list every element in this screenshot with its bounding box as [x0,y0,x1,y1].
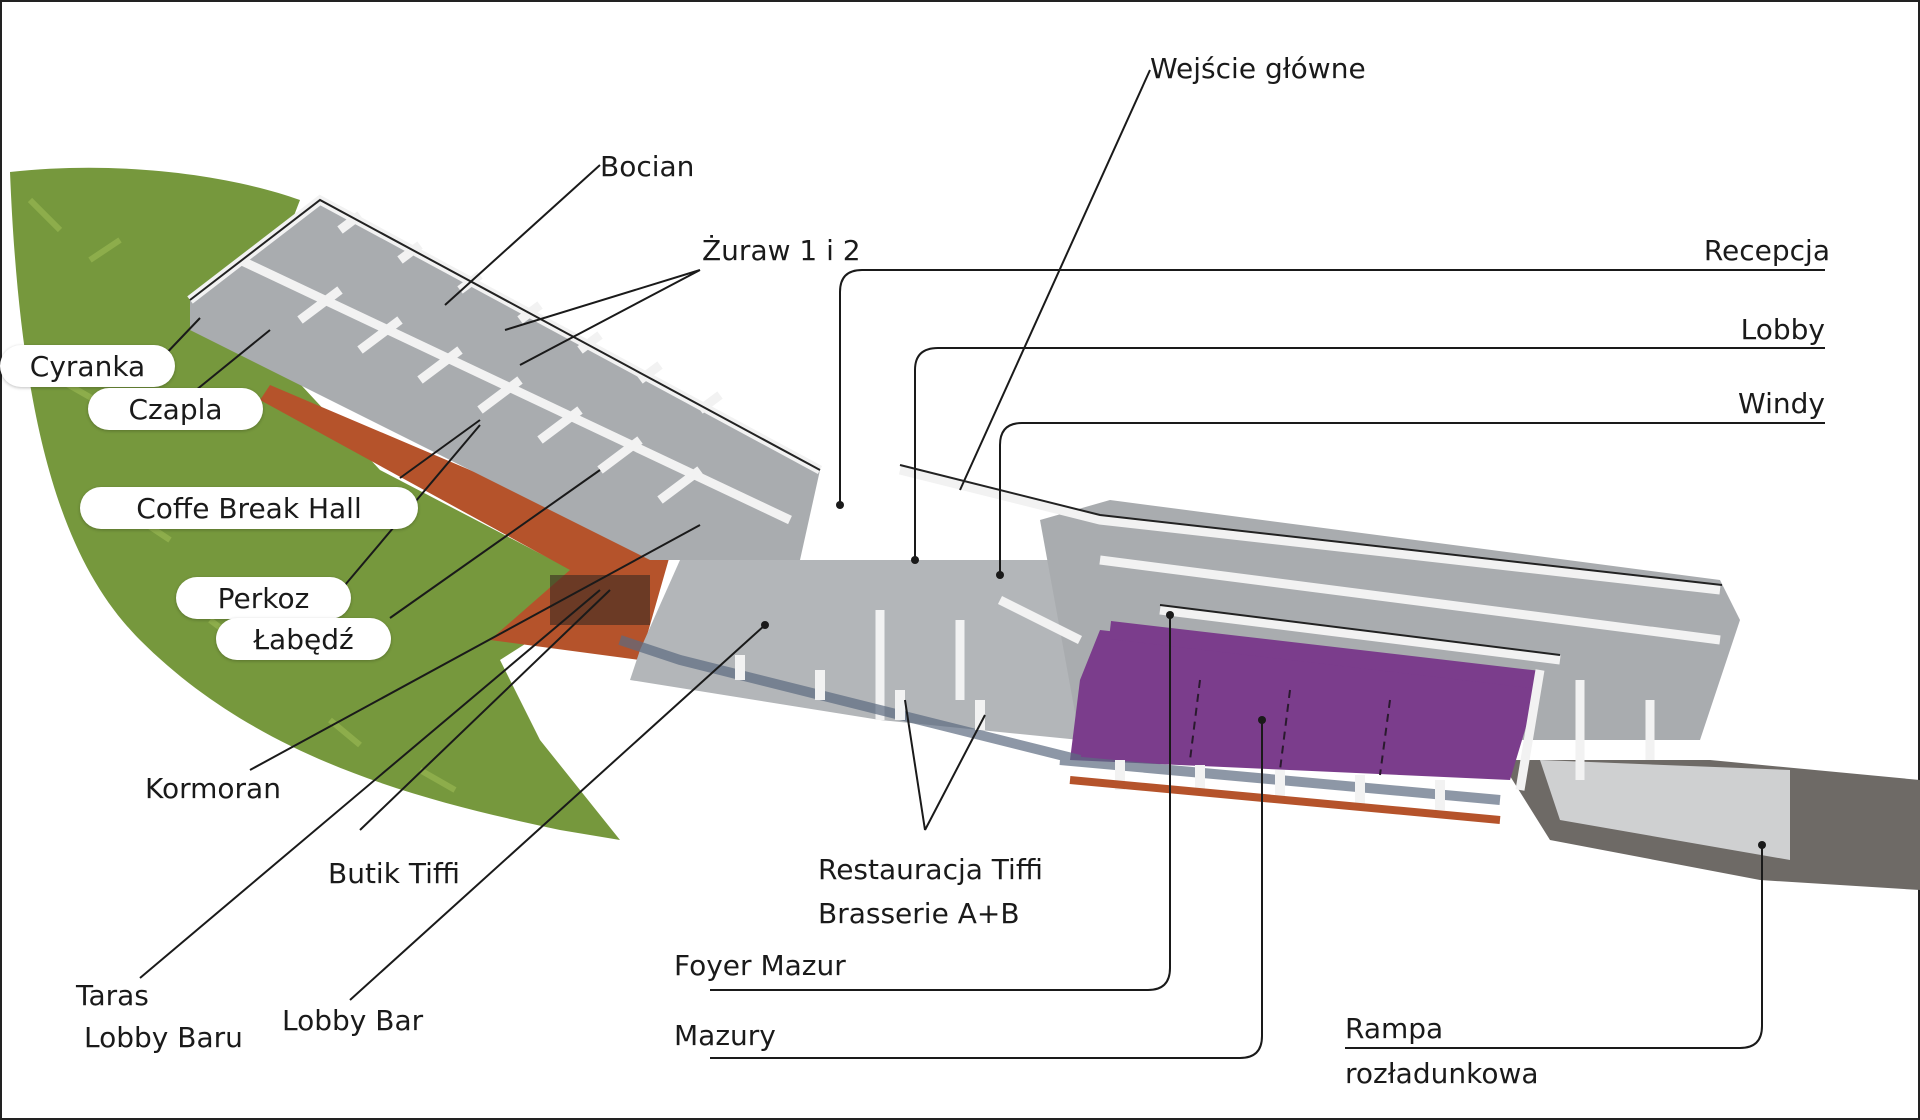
label-rampa: Rampa [1345,1012,1444,1045]
label-lobby: Lobby [1740,313,1825,346]
wall-tops [189,198,1723,656]
label-windy: Windy [1738,387,1825,420]
label-czapla: Czapla [88,388,263,430]
leader-bocian [444,164,601,306]
leader-mazury [710,720,1263,1059]
label-wejscie-glowne: Wejście główne [1150,52,1366,85]
label-lobby-baru: Lobby Baru [84,1021,243,1054]
ramp-slope [1540,760,1790,860]
label-foyer-mazur: Foyer Mazur [674,949,846,982]
leader-lobby-bar [349,624,766,1001]
label-kormoran: Kormoran [145,772,281,805]
terrace-edge [1069,776,1501,824]
label-coffe-break-hall: Coffe Break Hall [80,487,418,529]
leader-recepcja [839,269,1825,505]
leader-foyer [710,615,1171,991]
label-mazury: Mazury [674,1019,776,1052]
leader-restauracja [904,699,986,831]
central-hall-floor [630,560,1080,740]
label-perkoz: Perkoz [176,577,351,619]
label-brasserie: Brasserie A+B [818,897,1020,930]
leader-czapla [189,329,271,396]
leader-rampa [1345,845,1763,1049]
ballroom-foyer [1108,621,1542,689]
leader-labedz [389,469,601,619]
label-cyranka: Cyranka [0,345,175,387]
label-lobby-bar: Lobby Bar [282,1004,424,1037]
label-rozladunkowa: rozładunkowa [1345,1057,1539,1090]
label-labedz: Łabędź [216,618,391,660]
leader-kormoran [249,524,701,771]
leader-taras [139,589,601,979]
leader-dots [761,501,1766,849]
west-wing-floor [190,200,820,560]
leader-butik [359,589,611,831]
label-bocian: Bocian [600,150,695,183]
leader-lobby [914,347,1825,560]
label-butik-tiffi: Butik Tiffi [328,857,460,890]
label-recepcja: Recepcja [1703,234,1830,267]
label-taras: Taras [76,979,149,1012]
ballroom-dividers [1189,679,1391,776]
leader-windy [999,422,1825,575]
leader-wejscie [959,69,1151,491]
leader-zuraw [504,269,701,366]
label-restauracja-tiffi: Restauracja Tiffi [818,853,1043,886]
label-zuraw: Żuraw 1 i 2 [702,234,861,267]
leader-coffe [399,419,481,479]
columns [735,655,1445,810]
